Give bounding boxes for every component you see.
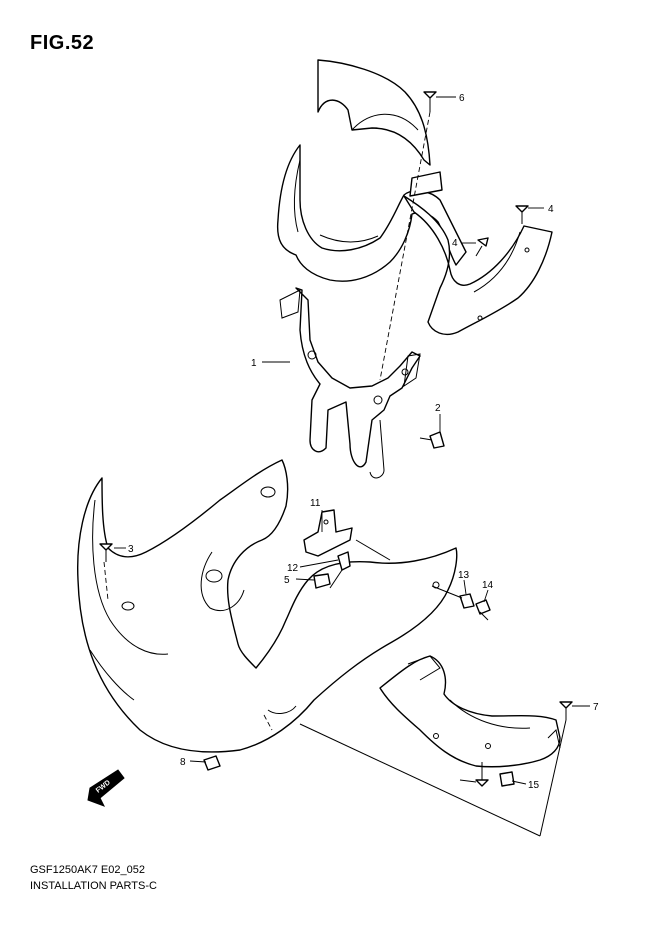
screw-13 bbox=[475, 599, 491, 621]
callout-11: 12 bbox=[287, 563, 299, 574]
callout-1: 1 bbox=[251, 358, 257, 369]
callout-12: 13 bbox=[458, 570, 470, 581]
callout-leaders bbox=[114, 96, 590, 785]
upper-cowling bbox=[276, 144, 467, 282]
inner-panel bbox=[403, 195, 553, 336]
model-code: GSF1250AK7 E02_052 bbox=[30, 864, 145, 876]
assembly-lines bbox=[103, 111, 567, 837]
callout-4-right: 4 bbox=[548, 204, 554, 215]
callout-6: 6 bbox=[459, 93, 465, 104]
screw-6 bbox=[423, 91, 437, 112]
screw-3 bbox=[99, 543, 113, 562]
screw-7 bbox=[559, 701, 573, 720]
screw-15 bbox=[475, 762, 489, 787]
callout-13: 14 bbox=[482, 580, 494, 591]
callout-9-10: 11 bbox=[310, 498, 321, 509]
callout-4-left: 4 bbox=[452, 238, 458, 249]
figure-title: FIG.52 bbox=[30, 32, 95, 54]
cowling-bracket bbox=[279, 287, 421, 479]
bracket-9-10 bbox=[303, 509, 353, 557]
callout-2: 2 bbox=[435, 403, 441, 414]
windscreen bbox=[317, 59, 431, 166]
under-cowling bbox=[379, 655, 561, 768]
callout-5: 5 bbox=[284, 575, 290, 586]
fwd-arrow-icon: FWD bbox=[87, 769, 125, 807]
nut-5 bbox=[313, 573, 331, 589]
screw-4-right bbox=[515, 205, 529, 224]
lower-cowling bbox=[77, 459, 458, 753]
callout-8: 8 bbox=[180, 757, 186, 768]
callout-3: 3 bbox=[128, 544, 134, 555]
callout-labels: 6 4 4 1 2 3 11 12 5 13 14 7 8 15 bbox=[128, 93, 599, 791]
bolt-2 bbox=[419, 431, 445, 449]
bolt-11 bbox=[337, 551, 351, 571]
grommet-12 bbox=[459, 593, 475, 609]
section-title: INSTALLATION PARTS-C bbox=[30, 880, 157, 892]
callout-14: 15 bbox=[528, 780, 540, 791]
nut-14 bbox=[499, 771, 515, 787]
callout-7: 7 bbox=[593, 702, 599, 713]
nut-8 bbox=[203, 755, 221, 771]
screw-4-left bbox=[475, 237, 489, 257]
